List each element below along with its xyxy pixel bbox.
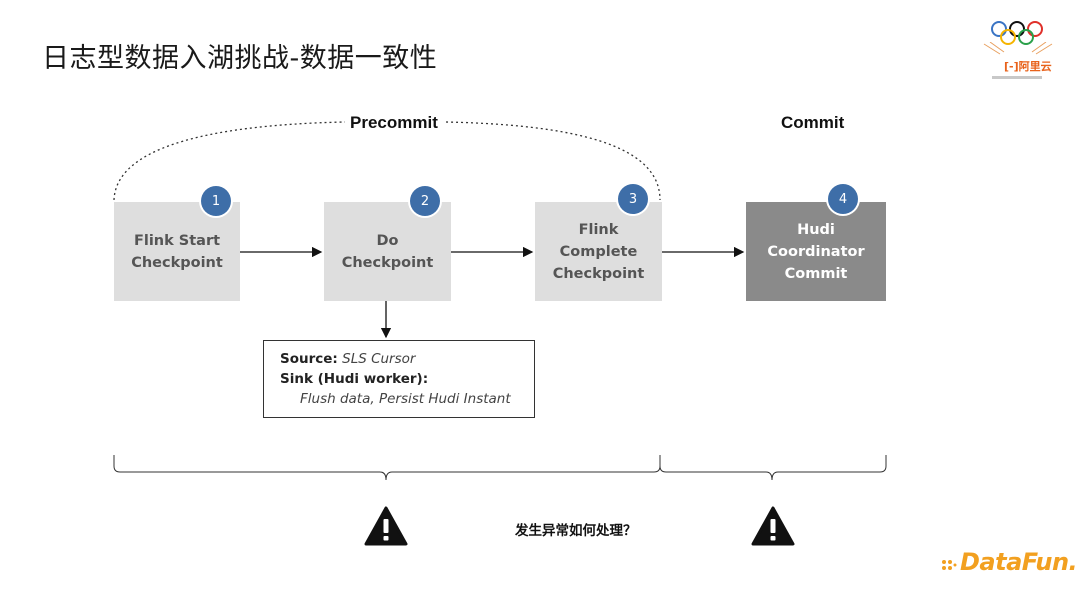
- step-flink-complete-checkpoint: Flink Complete Checkpoint: [535, 202, 662, 301]
- datafun-dots-icon: [942, 560, 957, 570]
- aliyun-rays-icon: [983, 42, 1053, 55]
- datafun-logo: DataFun.: [960, 548, 1078, 576]
- checkpoint-detail-box: Source: SLS Cursor Sink (Hudi worker): F…: [263, 340, 535, 418]
- source-label: Source:: [280, 351, 338, 367]
- step-4-label: Hudi Coordinator Commit: [767, 221, 865, 282]
- source-value: SLS Cursor: [342, 351, 416, 367]
- warning-icon: [364, 506, 408, 546]
- step-3-badge: 3: [618, 184, 648, 214]
- step-hudi-coordinator-commit: Hudi Coordinator Commit: [746, 202, 886, 301]
- page-title: 日志型数据入湖挑战-数据一致性: [42, 43, 438, 74]
- precommit-arc: [113, 121, 346, 201]
- commit-label: Commit: [781, 113, 845, 132]
- aliyun-name: 阿里云: [1018, 60, 1052, 73]
- sink-label: Sink (Hudi worker):: [280, 371, 429, 387]
- step-3-label: Flink Complete Checkpoint: [552, 221, 645, 282]
- step-1-label: Flink Start Checkpoint: [131, 232, 223, 271]
- step-2-label: Do Checkpoint: [341, 232, 434, 271]
- precommit-arc-right: [445, 121, 661, 201]
- aliyun-subtitle-line: [992, 76, 1042, 79]
- sink-value: Flush data, Persist Hudi Instant: [300, 391, 511, 407]
- aliyun-mark: [-]: [1004, 60, 1019, 73]
- brace-commit: [659, 455, 887, 481]
- olympic-rings-logo: [991, 21, 1043, 45]
- step-2-badge: 2: [410, 186, 440, 216]
- precommit-label: Precommit: [350, 113, 438, 132]
- step-flink-start-checkpoint: Flink Start Checkpoint: [114, 202, 240, 301]
- step-do-checkpoint: Do Checkpoint: [324, 202, 451, 301]
- warning-icon: [751, 506, 795, 546]
- step-1-badge: 1: [201, 186, 231, 216]
- exception-question: 发生异常如何处理？: [515, 523, 637, 539]
- brace-precommit: [113, 455, 661, 481]
- aliyun-logo: [-]阿里云: [1004, 58, 1052, 74]
- step-4-badge: 4: [828, 184, 858, 214]
